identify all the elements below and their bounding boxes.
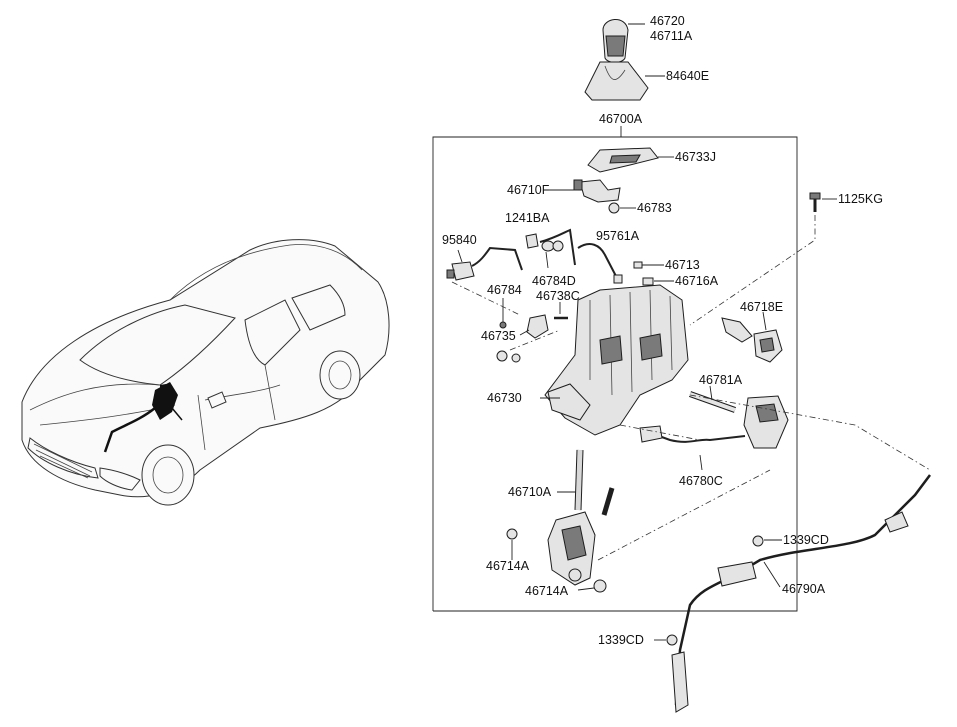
clip-46713 bbox=[633, 261, 664, 269]
label-46716A: 46716A bbox=[675, 274, 719, 288]
label-95840: 95840 bbox=[442, 233, 477, 247]
bracket-46735 bbox=[496, 314, 549, 363]
label-46738C: 46738C bbox=[536, 289, 580, 303]
label-46714A-bottom: 46714A bbox=[525, 584, 569, 598]
label-46784: 46784 bbox=[487, 283, 522, 297]
label-46720: 46720 bbox=[650, 14, 685, 28]
label-1125KG: 1125KG bbox=[838, 192, 883, 206]
label-46780C: 46780C bbox=[679, 474, 723, 488]
nut-46714A-lower bbox=[577, 579, 607, 593]
label-1339CD-lower: 1339CD bbox=[598, 633, 644, 647]
label-46710F: 46710F bbox=[507, 183, 550, 197]
label-84640E: 84640E bbox=[666, 69, 709, 83]
harness-95761A bbox=[577, 243, 623, 284]
label-46783: 46783 bbox=[637, 201, 672, 215]
part-labels: 46720 46711A 84640E 46700A 46733J 46710F… bbox=[442, 14, 883, 647]
label-95761A: 95761A bbox=[596, 229, 640, 243]
label-46711A: 46711A bbox=[650, 29, 693, 43]
label-1241BA: 1241BA bbox=[505, 211, 550, 225]
label-46713: 46713 bbox=[665, 258, 700, 272]
shift-knob bbox=[602, 19, 645, 63]
bracket bbox=[548, 179, 621, 203]
label-46790A: 46790A bbox=[782, 582, 826, 596]
pin-46784 bbox=[499, 298, 507, 329]
vehicle-illustration bbox=[21, 239, 390, 506]
label-46714A-left: 46714A bbox=[486, 559, 530, 573]
label-46781A: 46781A bbox=[699, 373, 743, 387]
switch-46780C bbox=[639, 395, 789, 471]
sensor-46718E bbox=[721, 311, 783, 363]
wire-harness bbox=[525, 228, 576, 269]
bolt-1125KG bbox=[809, 192, 837, 212]
label-46733J: 46733J bbox=[675, 150, 716, 164]
shift-boot bbox=[584, 61, 665, 101]
label-46718E: 46718E bbox=[740, 300, 783, 314]
label-46700A: 46700A bbox=[599, 112, 643, 126]
clip-46716A bbox=[642, 277, 674, 286]
assembly-frame bbox=[432, 136, 798, 612]
clip-46783 bbox=[608, 202, 636, 214]
solenoid-95840 bbox=[446, 246, 523, 281]
screw-46738C bbox=[554, 302, 568, 320]
shift-cable-46790A bbox=[654, 474, 931, 713]
shifter-housing bbox=[540, 284, 689, 436]
label-46710A: 46710A bbox=[508, 485, 552, 499]
shift-lever-base bbox=[547, 449, 615, 586]
label-1339CD-upper: 1339CD bbox=[783, 533, 829, 547]
label-46735: 46735 bbox=[481, 329, 516, 343]
reference-lines bbox=[451, 215, 931, 561]
label-46784D: 46784D bbox=[532, 274, 576, 288]
nut-46714A-upper bbox=[506, 528, 518, 560]
pin-46781A bbox=[688, 385, 737, 413]
label-46730: 46730 bbox=[487, 391, 522, 405]
indicator-cover bbox=[587, 147, 674, 173]
